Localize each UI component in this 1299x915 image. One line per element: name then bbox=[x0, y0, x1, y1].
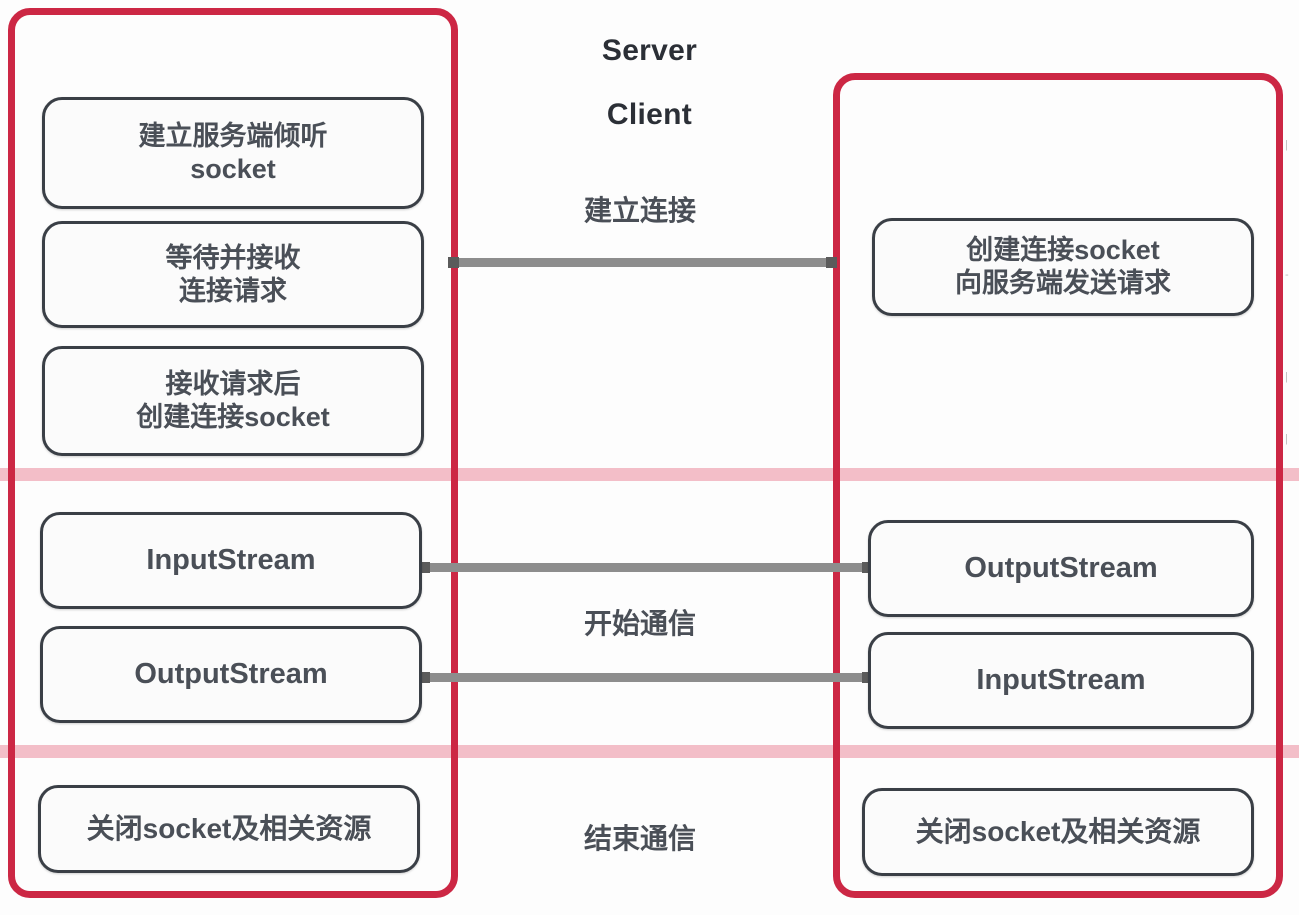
client-input-stream-box[interactable]: InputStream bbox=[868, 632, 1254, 729]
client-lane-panel bbox=[833, 73, 1283, 898]
channel-label-establish-connection: 建立连接 bbox=[583, 195, 696, 226]
server-output-stream-label: OutputStream bbox=[134, 657, 328, 690]
server-step-3-label: 接收请求后创建连接socket bbox=[136, 369, 330, 432]
server-input-stream-label: InputStream bbox=[146, 543, 316, 576]
connector-server-input-client-output bbox=[419, 562, 873, 573]
client-step-close-socket[interactable]: 关闭socket及相关资源 bbox=[862, 788, 1254, 876]
server-step-close-socket[interactable]: 关闭socket及相关资源 bbox=[38, 785, 420, 873]
channel-label-start-communication: 开始通信 bbox=[583, 608, 696, 639]
edge-fragment-3: | bbox=[1285, 371, 1288, 383]
server-step-2-label: 等待并接收连接请求 bbox=[165, 242, 301, 306]
server-input-stream-box[interactable]: InputStream bbox=[40, 512, 422, 609]
server-step-wait-accept-request[interactable]: 等待并接收连接请求 bbox=[42, 221, 424, 328]
edge-fragment-2: - bbox=[1285, 269, 1289, 281]
edge-fragment-1: | bbox=[1285, 139, 1288, 151]
server-step-6-label: 关闭socket及相关资源 bbox=[86, 812, 372, 844]
server-output-stream-box[interactable]: OutputStream bbox=[40, 626, 422, 723]
client-step-4-label: 关闭socket及相关资源 bbox=[915, 815, 1201, 847]
server-lane-panel bbox=[8, 8, 458, 898]
channel-label-end-communication: 结束通信 bbox=[583, 823, 696, 854]
client-output-stream-label: OutputStream bbox=[964, 551, 1158, 584]
server-step-create-connection-socket[interactable]: 接收请求后创建连接socket bbox=[42, 346, 424, 456]
phase-divider-connect-to-communicate bbox=[0, 468, 1299, 481]
phase-divider-communicate-to-close bbox=[0, 745, 1299, 758]
connector-establish-connection bbox=[448, 257, 837, 268]
edge-fragment-4: | bbox=[1285, 433, 1288, 445]
connector-server-output-client-input bbox=[419, 672, 873, 683]
client-input-stream-label: InputStream bbox=[976, 663, 1146, 696]
client-output-stream-box[interactable]: OutputStream bbox=[868, 520, 1254, 617]
